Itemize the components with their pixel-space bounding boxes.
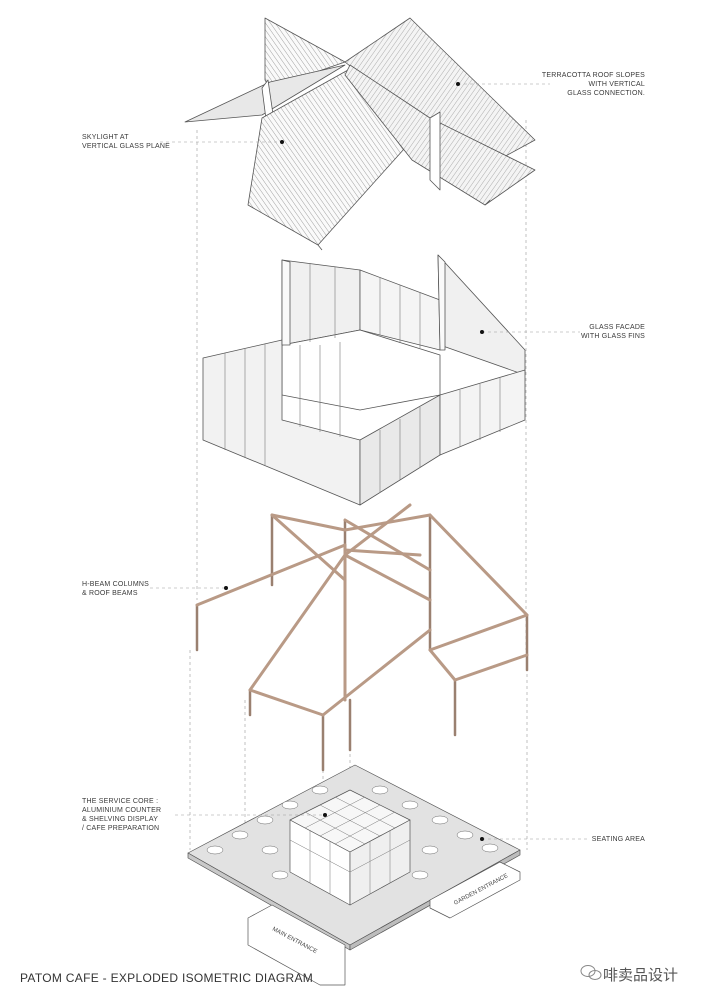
main-entrance-pad	[247, 904, 346, 986]
diagram-title: PATOM CAFE - EXPLODED ISOMETRIC DIAGRAM	[20, 971, 314, 985]
watermark-text: 啡卖品设计	[603, 967, 679, 984]
hbeam-structure-layer	[195, 503, 529, 772]
leader-dots	[224, 82, 484, 841]
garden-entrance-pad	[429, 861, 521, 919]
glass-facade-layer	[202, 254, 526, 506]
label-service-core: THE SERVICE CORE : ALUMINIUM COUNTER & S…	[82, 798, 162, 832]
label-seating-area: SEATING AREA	[591, 836, 645, 843]
label-terracotta-roof: TERRACOTTA ROOF SLOPES WITH VERTICAL GLA…	[541, 72, 645, 97]
label-skylight: SKYLIGHT AT VERTICAL GLASS PLANE	[82, 134, 171, 150]
roof-layer	[184, 17, 536, 251]
vertical-glass-connection	[429, 111, 441, 191]
label-glass-facade: GLASS FACADE WITH GLASS FINS	[580, 324, 645, 340]
floor-layer	[187, 764, 521, 986]
label-hbeam: H-BEAM COLUMNS & ROOF BEAMS	[82, 581, 149, 597]
wechat-icon	[580, 965, 602, 980]
glass-wall-right	[439, 369, 526, 456]
leader-lines	[150, 83, 590, 840]
